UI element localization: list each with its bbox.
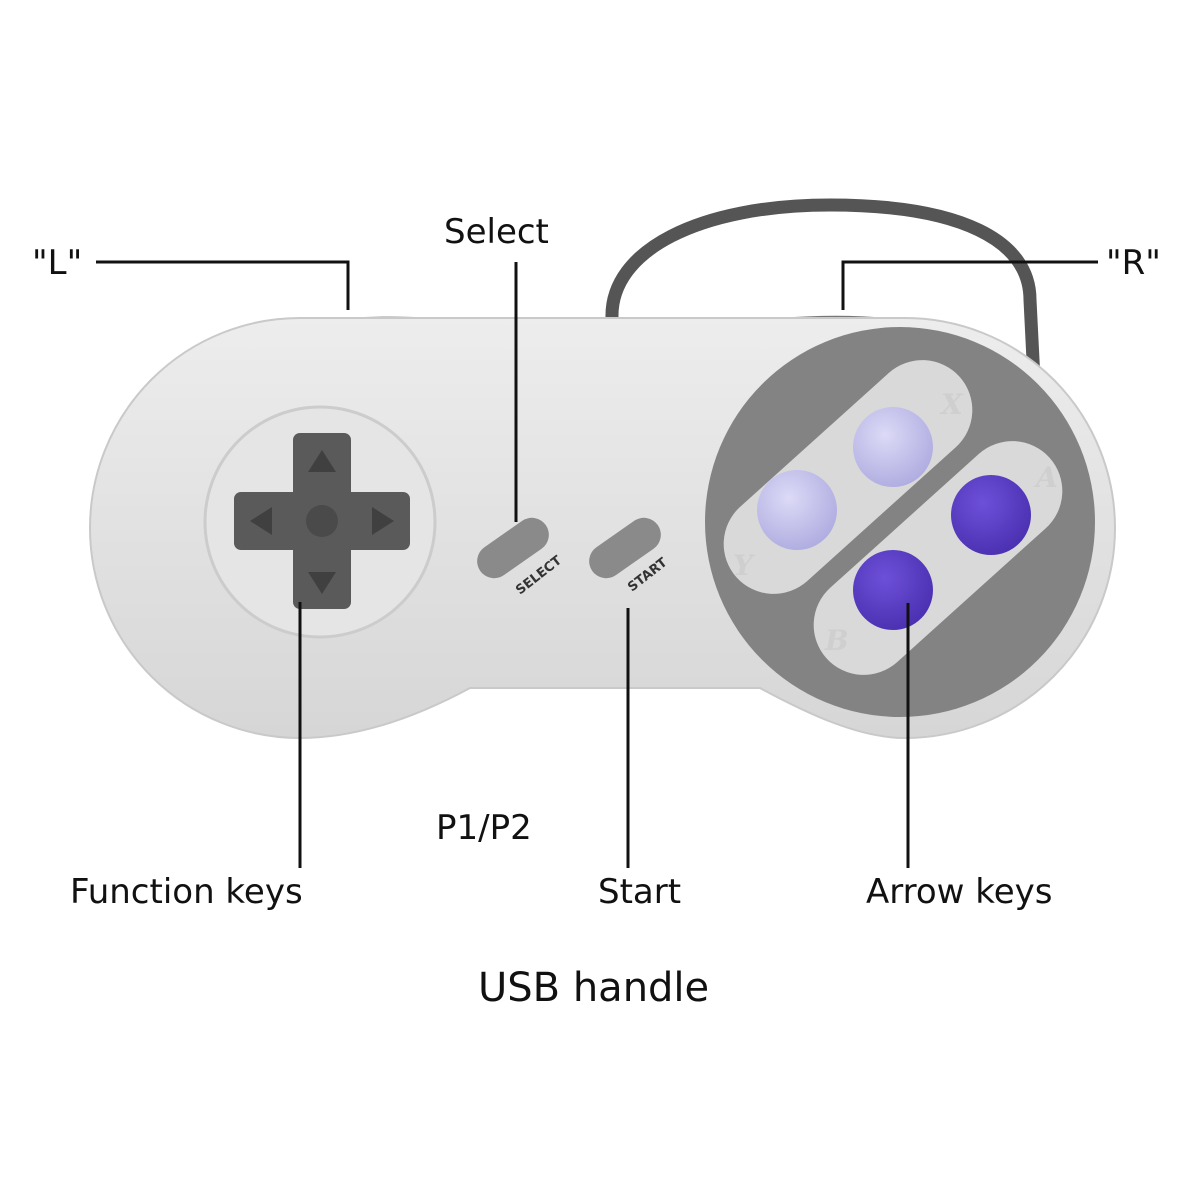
l-shoulder-callout: "L": [32, 243, 83, 283]
dpad[interactable]: [234, 433, 410, 609]
dpad-left-icon: [250, 507, 272, 535]
x-letter: X: [939, 388, 964, 421]
start-button[interactable]: [582, 511, 667, 585]
dpad-right-icon: [372, 507, 394, 535]
face-button-plate: [705, 327, 1095, 717]
r-leader-line: [841, 260, 1098, 310]
start-callout: Start: [598, 872, 682, 912]
usb-cable: [605, 198, 1041, 387]
dpad-up-icon: [308, 450, 336, 472]
function-keys-callout: Function keys: [70, 872, 303, 912]
x-button[interactable]: [853, 407, 933, 487]
l-leader-line: [96, 260, 350, 310]
b-button[interactable]: [853, 550, 933, 630]
arrow-keys-callout: Arrow keys: [866, 872, 1053, 912]
a-letter: A: [1033, 461, 1058, 494]
dpad-down-icon: [308, 572, 336, 594]
r-shoulder-callout: "R": [1106, 243, 1161, 283]
select-callout: Select: [444, 212, 549, 252]
a-button[interactable]: [951, 475, 1031, 555]
y-letter: Y: [733, 549, 756, 582]
player-label: P1/P2: [436, 808, 532, 848]
y-button[interactable]: [757, 470, 837, 550]
select-button[interactable]: [470, 511, 555, 585]
callout-lines: [96, 260, 1098, 868]
b-letter: B: [824, 624, 849, 657]
figure-caption: USB handle: [478, 965, 710, 1011]
